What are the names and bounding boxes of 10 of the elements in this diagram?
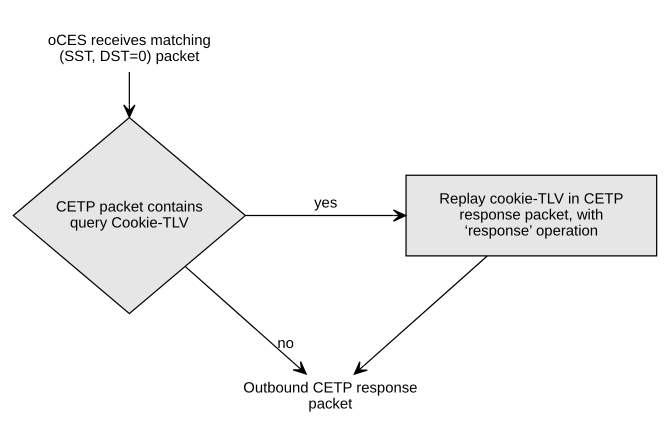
arrow	[354, 256, 488, 375]
node-box: Replay cookie-TLV in CETP response packet, with ‘response’ operation	[405, 174, 658, 256]
node-text: Outbound CETP response packet	[243, 380, 418, 413]
edge-label: yes	[314, 196, 338, 212]
arrow	[246, 209, 406, 222]
arrow	[184, 266, 307, 375]
node-diamond: CETP packet contains query Cookie-TLV	[12, 116, 246, 314]
edge-label: no	[277, 336, 294, 352]
arrow	[123, 72, 136, 118]
node-text: oCES receives matching (SST, DST=0) packet	[48, 33, 211, 66]
